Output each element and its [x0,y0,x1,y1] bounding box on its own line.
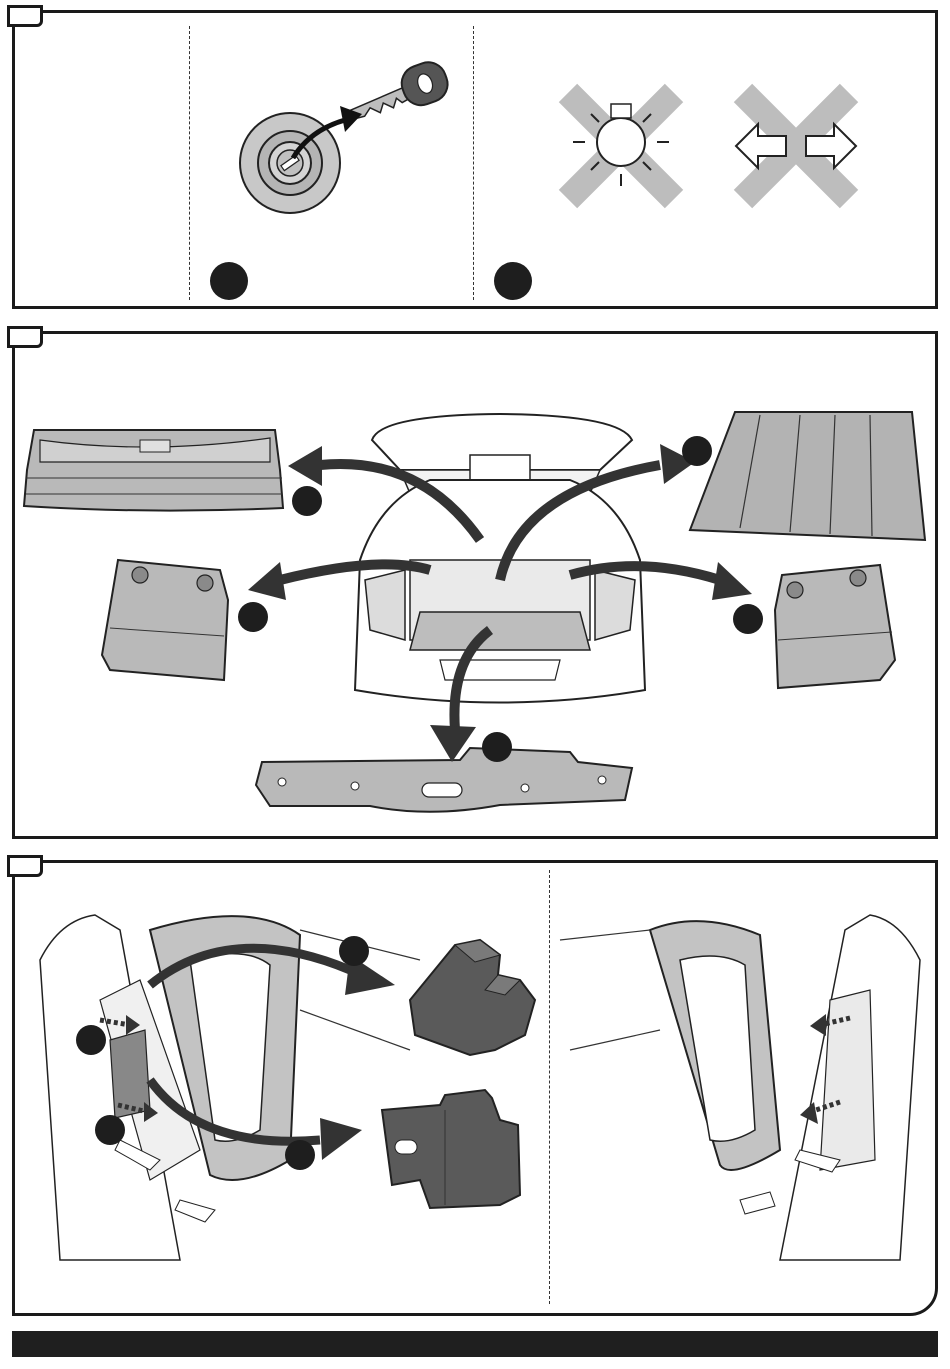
step-panel-3 [12,860,938,1316]
step-marker-2d [733,604,763,634]
step-marker-2c [238,602,268,632]
panel-3-divider [549,870,550,1304]
step-marker-1b [494,262,532,300]
step-marker-3b [76,1025,106,1055]
step-tab-3 [7,855,43,877]
step-tab-1 [7,5,43,27]
panel-1-divider-right [473,26,474,300]
step-panel-1 [12,10,938,309]
step-marker-3d [285,1140,315,1170]
panel-1-divider-left [189,26,190,300]
step-marker-1a [210,262,248,300]
footer-bar [12,1331,938,1357]
step-tab-2 [7,326,43,348]
step-panel-2 [12,331,938,839]
step-marker-3c [95,1115,125,1145]
step-marker-2b [682,436,712,466]
step-marker-2e [482,732,512,762]
step-marker-3a [339,936,369,966]
step-marker-2a [292,486,322,516]
